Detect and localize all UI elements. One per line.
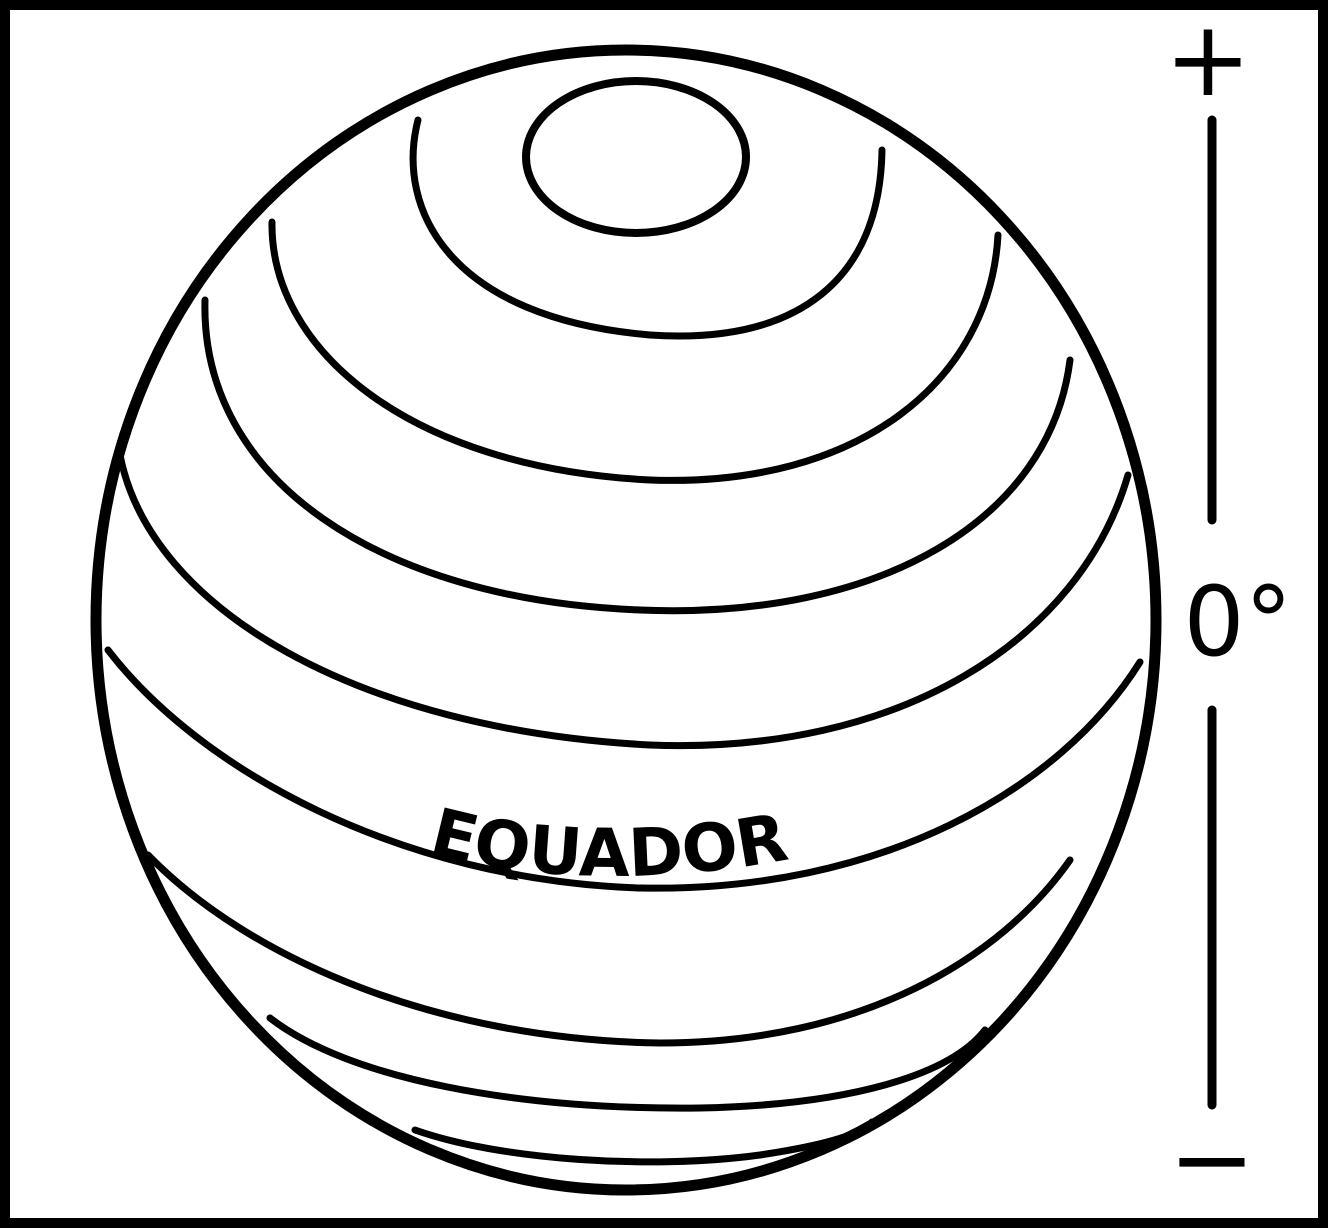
- parallel-line: [413, 120, 882, 336]
- parallel-line: [270, 1018, 985, 1108]
- axis-zero-label: 0°: [1183, 566, 1292, 678]
- globe-outline: [96, 50, 1156, 1190]
- pole-circle: [526, 81, 746, 233]
- parallel-line: [120, 455, 1128, 746]
- axis-minus-label: −: [1168, 1098, 1255, 1220]
- axis-plus-label: +: [1164, 0, 1251, 120]
- parallel-line: [205, 300, 1070, 611]
- parallel-line: [272, 222, 998, 480]
- equator-label-text: EQUADOR: [424, 794, 793, 892]
- equator-label: EQUADOR: [424, 794, 793, 892]
